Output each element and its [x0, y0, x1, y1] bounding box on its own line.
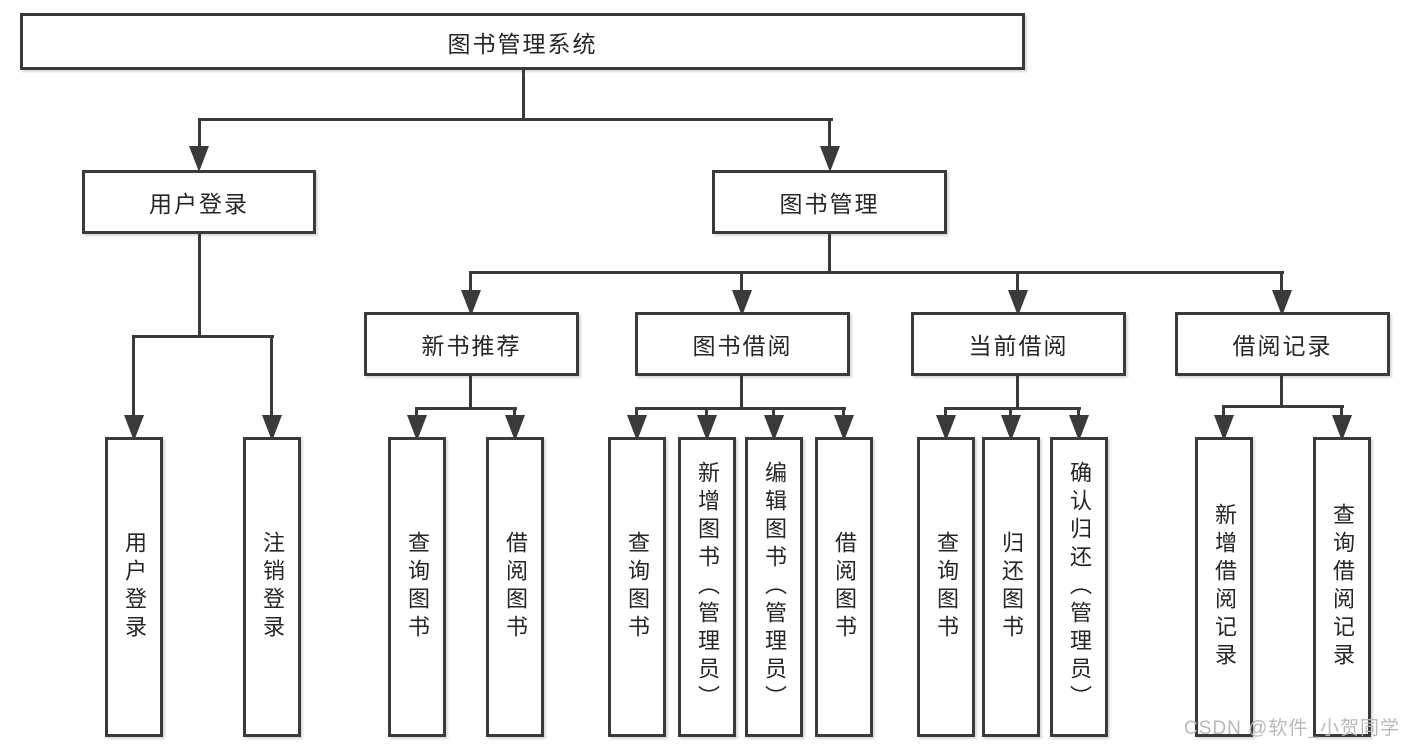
connector-borrow-add-shaft: [705, 407, 708, 421]
connector-borrow-edit-shaft: [772, 407, 775, 421]
connector-borrow-drop-line: [740, 376, 743, 409]
arrowhead-to-user-login-icon: [189, 146, 209, 172]
node-user-login-leaf: 用户登录: [105, 437, 163, 737]
node-root-system: 图书管理系统: [20, 13, 1025, 70]
node-book-management-label: 图书管理: [779, 191, 880, 217]
node-logout-leaf: 注销登录: [243, 437, 301, 737]
node-current-return-books-label: 归还图书: [999, 531, 1024, 643]
arrowhead-to-current-borrow-icon: [1008, 290, 1028, 316]
node-borrow-records-label: 借阅记录: [1232, 333, 1333, 359]
connector-borrow-records-shaft: [1280, 271, 1283, 294]
node-borrow-edit-books-admin: 编辑图书（管理员）: [745, 437, 803, 737]
connector-recommend-drop-line: [469, 376, 472, 409]
connector-login-leaf-shaft: [132, 335, 135, 419]
arrowhead-borrow-borrow-icon: [834, 415, 854, 441]
arrowhead-recommend-query-icon: [407, 415, 427, 441]
node-records-add-record-label: 新增借阅记录: [1212, 503, 1237, 671]
node-new-book-recommend-label: 新书推荐: [421, 333, 522, 359]
node-borrow-query-books-label: 查询图书: [625, 531, 650, 643]
node-records-query-record: 查询借阅记录: [1313, 437, 1371, 737]
connector-book-management-split-line: [469, 271, 1284, 274]
connector-book-borrow-shaft: [740, 271, 743, 294]
arrowhead-records-add-icon: [1214, 415, 1234, 441]
node-borrow-borrow-books: 借阅图书: [815, 437, 873, 737]
node-recommend-query-books-label: 查询图书: [405, 531, 430, 643]
arrowhead-recommend-borrow-icon: [505, 415, 525, 441]
node-records-query-record-label: 查询借阅记录: [1330, 503, 1355, 671]
node-current-return-books: 归还图书: [982, 437, 1040, 737]
arrowhead-records-query-icon: [1332, 415, 1352, 441]
connector-records-split-line: [1222, 405, 1344, 408]
node-current-query-books-label: 查询图书: [934, 531, 959, 643]
node-borrow-add-books-admin: 新增图书（管理员）: [678, 437, 736, 737]
arrowhead-to-book-borrow-icon: [732, 290, 752, 316]
node-current-borrow-label: 当前借阅: [968, 333, 1069, 359]
node-recommend-borrow-books-label: 借阅图书: [503, 531, 528, 643]
node-borrow-records: 借阅记录: [1175, 312, 1390, 376]
arrowhead-borrow-query-icon: [627, 415, 647, 441]
node-records-add-record: 新增借阅记录: [1195, 437, 1253, 737]
node-user-login-label: 用户登录: [149, 191, 249, 217]
arrowhead-current-query-icon: [936, 415, 956, 441]
connector-current-split-line: [944, 407, 1081, 410]
node-user-login: 用户登录: [82, 170, 316, 234]
node-borrow-add-books-admin-label: 新增图书（管理员）: [695, 461, 720, 713]
node-borrow-borrow-books-label: 借阅图书: [832, 531, 857, 643]
connector-records-query-shaft: [1340, 405, 1343, 421]
connector-user-login-split-line: [132, 335, 274, 338]
arrowhead-borrow-edit-icon: [764, 415, 784, 441]
node-book-borrow: 图书借阅: [635, 312, 850, 376]
connector-user-login-drop-line: [198, 234, 201, 335]
connector-user-login-shaft: [198, 118, 201, 150]
connector-borrow-query-shaft: [635, 407, 638, 421]
connector-root-drop-line: [522, 70, 525, 118]
connector-recommend-split-line: [415, 407, 517, 410]
connector-borrow-split-line: [635, 407, 846, 410]
node-new-book-recommend: 新书推荐: [364, 312, 579, 376]
node-current-borrow: 当前借阅: [911, 312, 1126, 376]
connector-root-split-line: [198, 118, 833, 121]
arrowhead-borrow-add-icon: [697, 415, 717, 441]
arrowhead-to-borrow-records-icon: [1272, 290, 1292, 316]
arrowhead-to-new-book-recommend-icon: [461, 290, 481, 316]
csdn-watermark: CSDN @软件_小贺同学: [1184, 718, 1400, 739]
node-current-confirm-return-admin-label: 确认归还（管理员）: [1067, 461, 1092, 713]
connector-records-drop-line: [1280, 376, 1283, 407]
node-recommend-query-books: 查询图书: [388, 437, 446, 737]
connector-borrow-borrow-shaft: [842, 407, 845, 421]
node-current-query-books: 查询图书: [917, 437, 975, 737]
node-user-login-leaf-label: 用户登录: [122, 531, 147, 643]
node-recommend-borrow-books: 借阅图书: [486, 437, 544, 737]
connector-recommend-borrow-shaft: [513, 407, 516, 421]
connector-records-add-shaft: [1222, 405, 1225, 421]
node-borrow-edit-books-admin-label: 编辑图书（管理员）: [762, 461, 787, 713]
arrowhead-current-return-icon: [1001, 415, 1021, 441]
node-logout-leaf-label: 注销登录: [260, 531, 285, 643]
connector-book-management-shaft: [828, 118, 831, 150]
node-current-confirm-return-admin: 确认归还（管理员）: [1050, 437, 1108, 737]
connector-logout-leaf-shaft: [270, 335, 273, 419]
arrowhead-current-confirm-icon: [1069, 415, 1089, 441]
connector-current-confirm-shaft: [1077, 407, 1080, 421]
node-root-system-label: 图书管理系统: [447, 30, 598, 57]
arrowhead-to-login-leaf-icon: [124, 415, 144, 441]
connector-new-book-recommend-shaft: [469, 271, 472, 294]
connector-book-management-drop-line: [828, 234, 831, 274]
arrowhead-to-logout-leaf-icon: [262, 415, 282, 441]
node-borrow-query-books: 查询图书: [608, 437, 666, 737]
connector-current-query-shaft: [944, 407, 947, 421]
connector-recommend-query-shaft: [415, 407, 418, 421]
node-book-management: 图书管理: [712, 170, 947, 234]
node-book-borrow-label: 图书借阅: [692, 333, 793, 359]
arrowhead-to-book-management-icon: [820, 146, 840, 172]
connector-current-borrow-shaft: [1016, 271, 1019, 294]
connector-current-return-shaft: [1009, 407, 1012, 421]
connector-current-drop-line: [1016, 376, 1019, 409]
